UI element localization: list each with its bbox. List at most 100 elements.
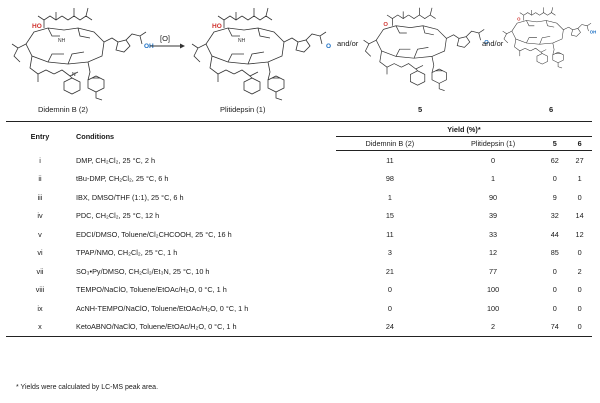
yield-plitidepsin-cell: 39 (489, 211, 498, 221)
hydroxyl-label-red: HO (32, 23, 42, 30)
conditions-cell: KetoABNO/NaClO, Toluene/EtOAc/H₂O, 0 °C,… (74, 317, 336, 337)
yield-6-cell: 0 (567, 317, 592, 337)
yield-plitidepsin-cell: 2 (443, 317, 543, 337)
table-row: vi TPAP/NMO, CH₂Cl₂, 25 °C, 1 h 3 12 85 0 (6, 244, 592, 263)
scheme-svg: HO OH NH N Didemnin B (2) [O] HO O NH Pl… (11, 7, 596, 114)
yield-didemnin-cell: 3 (387, 248, 392, 258)
hydroxyl-label-red: HO (212, 23, 222, 30)
footnote: * Yields were calculated by LC-MS peak a… (16, 384, 159, 391)
entry-cell: iv (37, 211, 43, 221)
table-row: iv PDC, CH₂Cl₂, 25 °C, 12 h 15 39 32 14 (6, 207, 592, 226)
hydroxyl-label-blue: OH (144, 43, 154, 50)
results-table-container: Entry Conditions Yield (%)* Didemnin B (… (6, 121, 592, 337)
yield-didemnin-cell: 24 (336, 317, 444, 337)
yield-plitidepsin-cell: 90 (489, 192, 498, 202)
plitidepsin-structure: HO O NH (191, 7, 331, 101)
yield-didemnin-cell: 11 (386, 155, 394, 165)
ketone-label-red: O (383, 22, 388, 28)
header-entry: Entry (6, 121, 74, 151)
yield-didemnin-cell: 98 (385, 174, 394, 184)
yield-didemnin-cell: 0 (387, 303, 392, 313)
subheader-plitidepsin: Plitidepsin (1) (443, 136, 543, 151)
yield-6-cell: 0 (577, 285, 582, 295)
subheader-6: 6 (567, 136, 592, 151)
yield-5-cell: 0 (552, 303, 557, 313)
ketone-label-blue: O (484, 40, 489, 46)
yield-didemnin-cell: 21 (385, 266, 394, 276)
reactant-label: Didemnin B (2) (38, 105, 89, 114)
yield-plitidepsin-cell: 77 (489, 266, 498, 276)
table-row: v EDCI/DMSO, Toluene/Cl₂CHCOOH, 25 °C, 16… (6, 225, 592, 244)
header-yield: Yield (%)* (336, 121, 592, 137)
arrow-label: [O] (160, 34, 170, 43)
conditions-cell: EDCI/DMSO, Toluene/Cl₂CHCOOH, 25 °C, 16 … (76, 229, 232, 239)
yield-5-cell: 0 (552, 285, 557, 295)
atom-label: NH (58, 38, 66, 44)
yield-6-cell: 2 (577, 266, 582, 276)
yield-5-cell: 0 (552, 266, 557, 276)
conditions-cell: TPAP/NMO, CH₂Cl₂, 25 °C, 1 h (76, 248, 178, 258)
product-label: Plitidepsin (1) (220, 105, 266, 114)
yield-5-cell: 9 (552, 192, 557, 202)
conditions-cell: AcNH-TEMPO/NaClO, Toluene/EtOAc/H₂O, 0 °… (76, 303, 249, 313)
yield-plitidepsin-cell: 12 (489, 248, 498, 258)
entry-cell: vii (36, 266, 44, 276)
conditions-cell: SO₃•Py/DMSO, CH₂Cl₂/Et₃N, 25 °C, 10 h (76, 266, 210, 276)
entry-cell: x (6, 317, 74, 337)
table-row: viii TEMPO/NaClO, Toluene/EtOAc/H₂O, 0 °C… (6, 281, 592, 300)
results-table: Entry Conditions Yield (%)* Didemnin B (… (6, 121, 592, 337)
subheader-5: 5 (542, 136, 568, 151)
yield-5-cell: 85 (550, 248, 559, 258)
yield-6-cell: 0 (577, 248, 582, 258)
yield-6-cell: 14 (575, 211, 584, 221)
atom-label: N (72, 72, 76, 78)
ketone-label-red: O (517, 17, 521, 22)
yield-plitidepsin-cell: 100 (486, 303, 500, 313)
entry-cell: viii (35, 285, 45, 295)
yield-5-cell: 44 (550, 229, 559, 239)
hydroxyl-label-blue: OH (590, 30, 596, 35)
ketone-label-blue: O (326, 43, 331, 50)
entry-cell: iii (37, 192, 43, 202)
andor-text: and/or (337, 39, 359, 48)
entry-cell: vi (37, 248, 43, 258)
table-row: vii SO₃•Py/DMSO, CH₂Cl₂/Et₃N, 25 °C, 10 h… (6, 262, 592, 281)
conditions-cell: PDC, CH₂Cl₂, 25 °C, 12 h (76, 211, 160, 221)
yield-didemnin-cell: 1 (387, 192, 392, 202)
compound-6-label: 6 (549, 105, 553, 114)
reaction-scheme: HO OH NH N Didemnin B (2) [O] HO O NH Pl… (0, 0, 600, 118)
yield-plitidepsin-cell: 100 (486, 285, 500, 295)
yield-plitidepsin-cell: 0 (491, 155, 496, 165)
yield-6-cell: 0 (577, 192, 582, 202)
yield-didemnin-cell: 11 (386, 229, 394, 239)
yield-5-cell: 74 (542, 317, 568, 337)
subheader-didemnin: Didemnin B (2) (336, 136, 444, 151)
entry-cell: i (39, 155, 41, 165)
header-conditions: Conditions (74, 121, 336, 151)
conditions-cell: IBX, DMSO/THF (1:1), 25 °C, 6 h (76, 192, 184, 202)
conditions-cell: TEMPO/NaClO, Toluene/EtOAc/H₂O, 0 °C, 1 … (76, 285, 227, 295)
andor-text: and/or (482, 39, 504, 48)
conditions-cell: tBu-DMP, CH₂Cl₂, 25 °C, 6 h (76, 174, 169, 184)
yield-didemnin-cell: 0 (387, 285, 392, 295)
entry-cell: ii (38, 174, 42, 184)
yield-5-cell: 62 (550, 155, 559, 165)
yield-6-cell: 1 (577, 174, 582, 184)
yield-5-cell: 0 (552, 174, 557, 184)
didemnin-b-structure: HO OH NH N (11, 7, 154, 101)
entry-cell: v (38, 229, 42, 239)
conditions-cell: DMP, CH₂Cl₂, 25 °C, 2 h (76, 155, 156, 165)
atom-label: NH (238, 38, 246, 44)
yield-5-cell: 32 (550, 211, 559, 221)
compound-5-structure: O O (363, 7, 489, 91)
yield-6-cell: 27 (575, 155, 584, 165)
yield-6-cell: 0 (577, 303, 582, 313)
yield-6-cell: 12 (575, 229, 584, 239)
yield-didemnin-cell: 15 (385, 211, 394, 221)
compound-6-structure: O OH (502, 7, 596, 69)
reaction-arrow (150, 43, 185, 49)
